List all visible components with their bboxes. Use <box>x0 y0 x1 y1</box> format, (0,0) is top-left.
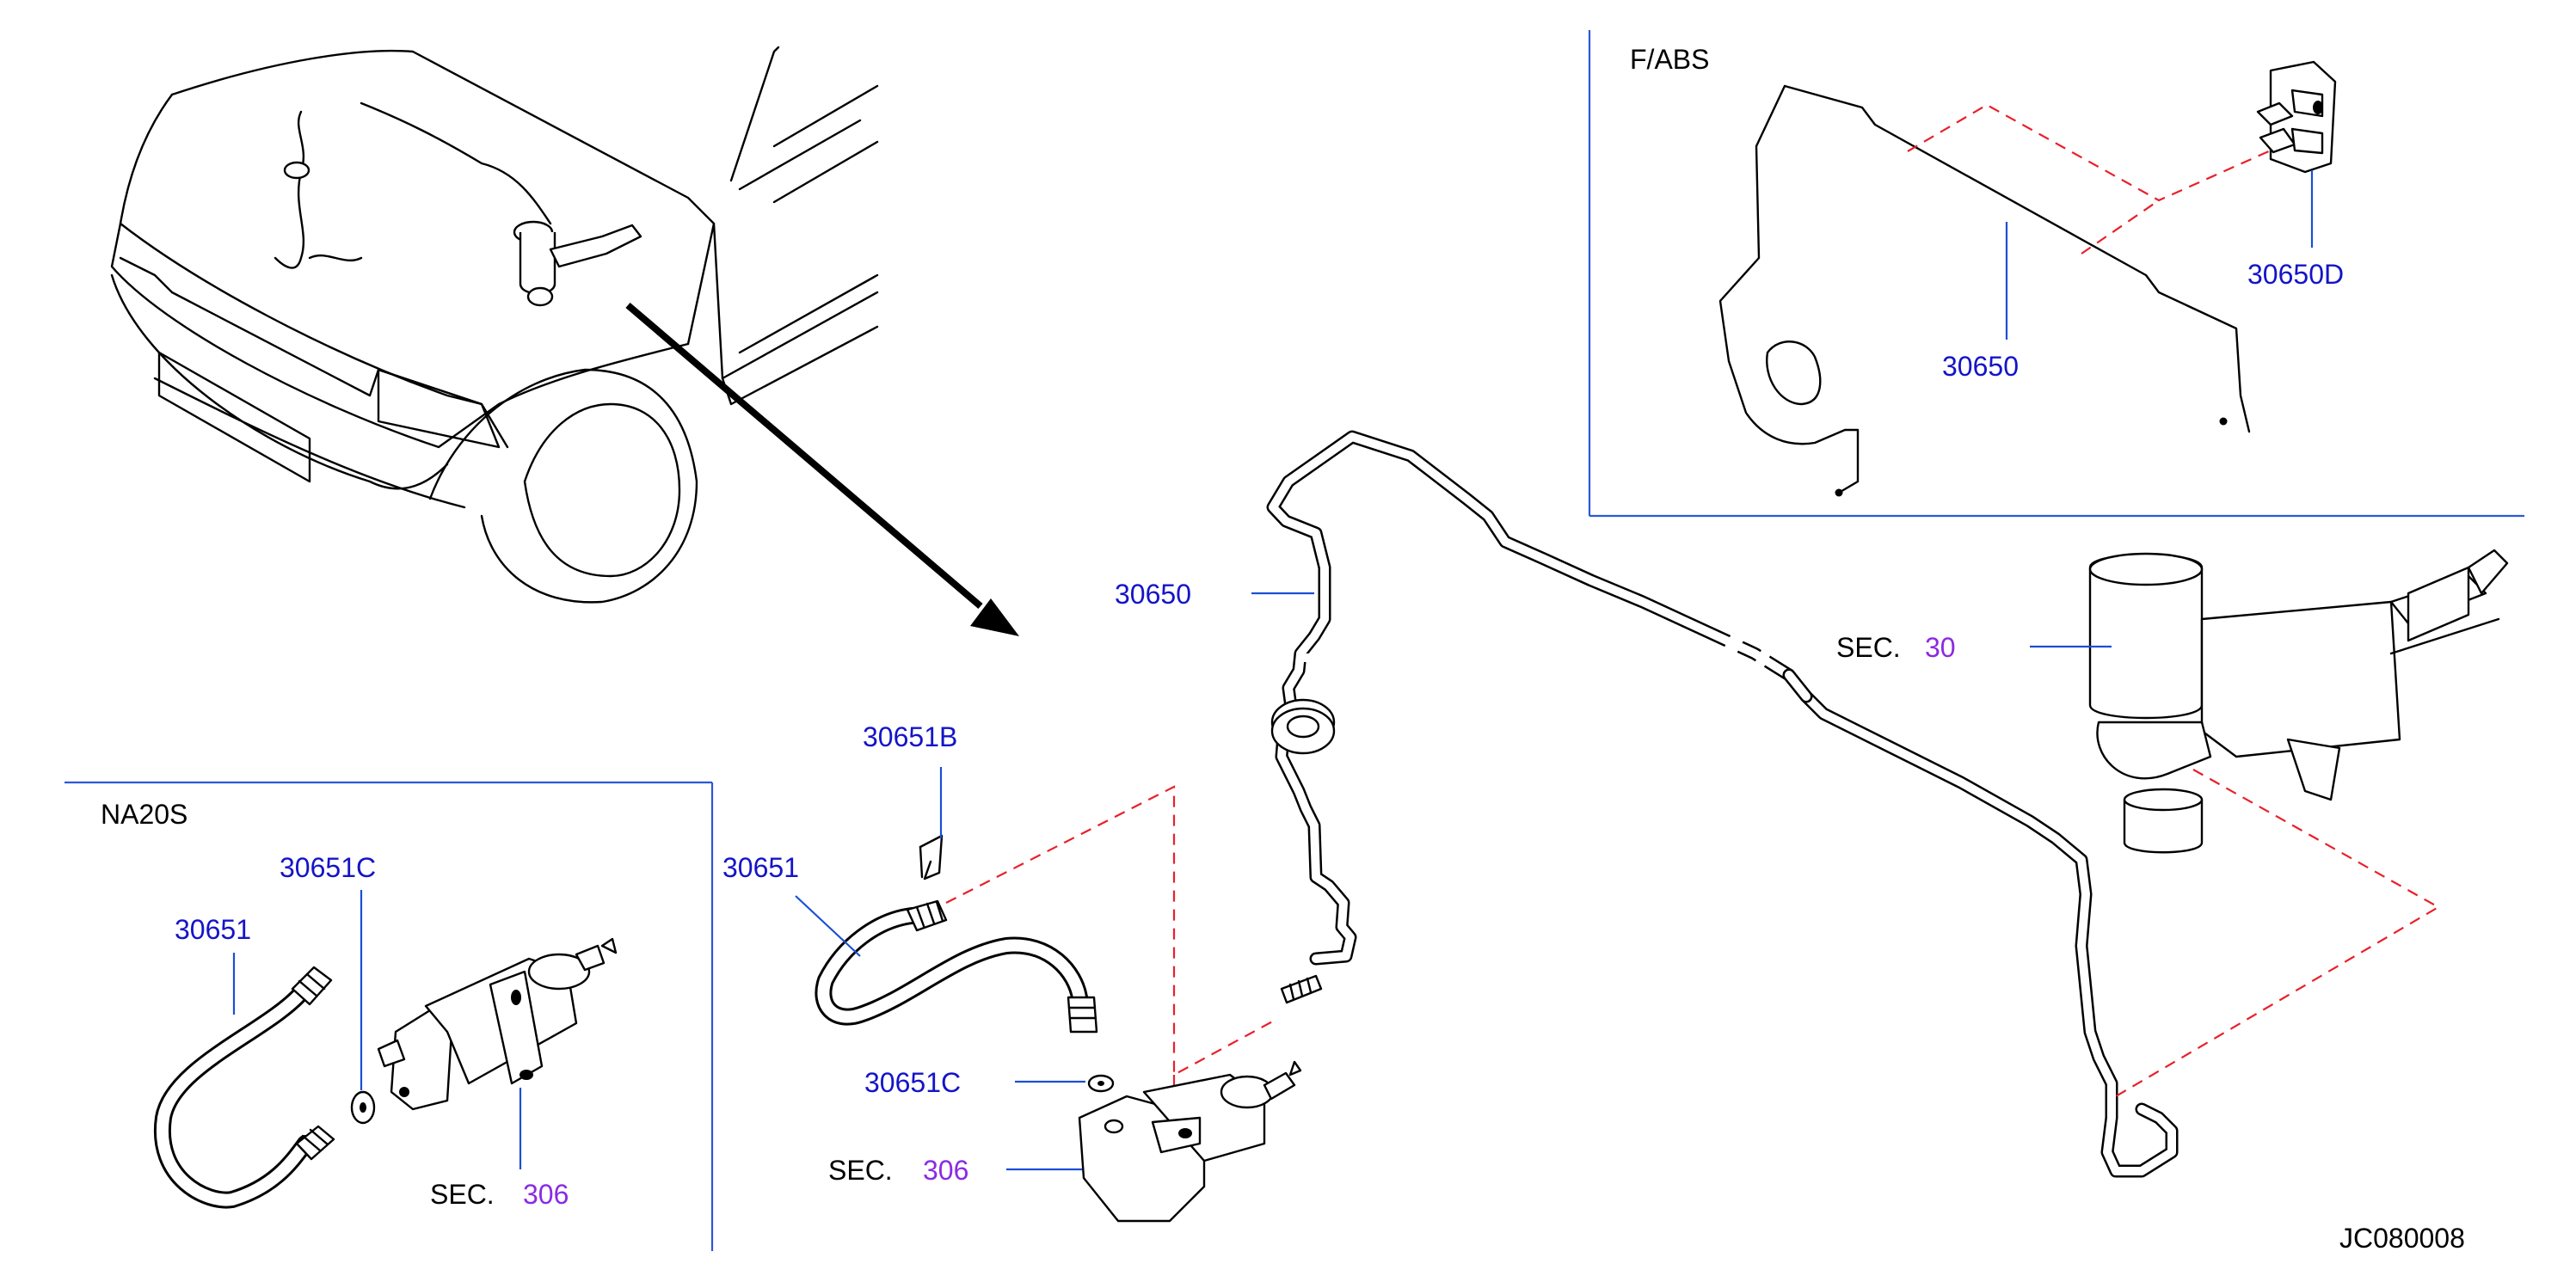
inset-na20s-title: NA20S <box>101 799 188 830</box>
na20s-sec-number: 306 <box>523 1179 569 1210</box>
inset-fabs-title: F/ABS <box>1630 44 1709 75</box>
vehicle-illustration <box>110 46 879 604</box>
arrowhead-icon <box>970 598 1019 636</box>
na20s-hose <box>153 966 335 1209</box>
na20s-hose-label: 30651 <box>175 914 251 945</box>
hose-clip-label: 30651B <box>863 721 957 752</box>
drawing-code: JC080008 <box>2339 1223 2465 1254</box>
washer-label: 30651C <box>864 1067 961 1098</box>
master-sec-number: 30 <box>1925 632 1956 663</box>
na20s-slave-cylinder <box>377 937 618 1111</box>
clutch-tube <box>1266 430 2179 1178</box>
inset-na20s: NA20S 30651 30651C SEC. <box>65 781 714 1251</box>
slave-cylinder <box>1078 1060 1302 1223</box>
abs-bracket <box>1718 84 2251 494</box>
slave-sec-number: 306 <box>923 1155 968 1186</box>
abs-clip <box>2256 60 2337 174</box>
inset-fabs-bracket-label: 30650 <box>1942 351 2019 382</box>
clutch-hose-assembly <box>815 899 1098 1034</box>
master-cylinder <box>2088 549 2509 854</box>
na20s-washer-label: 30651C <box>280 852 376 883</box>
tube-label: 30650 <box>1115 579 1191 610</box>
inset-fabs-clip-label: 30650D <box>2247 259 2344 290</box>
inset-fabs: F/ABS 30650 30650D <box>1588 30 2524 518</box>
na20s-sec-prefix: SEC. <box>430 1179 495 1210</box>
pointer-arrow <box>625 302 1019 636</box>
master-sec-prefix: SEC. <box>1836 632 1901 663</box>
slave-sec-prefix: SEC. <box>828 1155 893 1186</box>
hose-label: 30651 <box>722 852 799 883</box>
hose-clip-30651b <box>919 834 944 880</box>
